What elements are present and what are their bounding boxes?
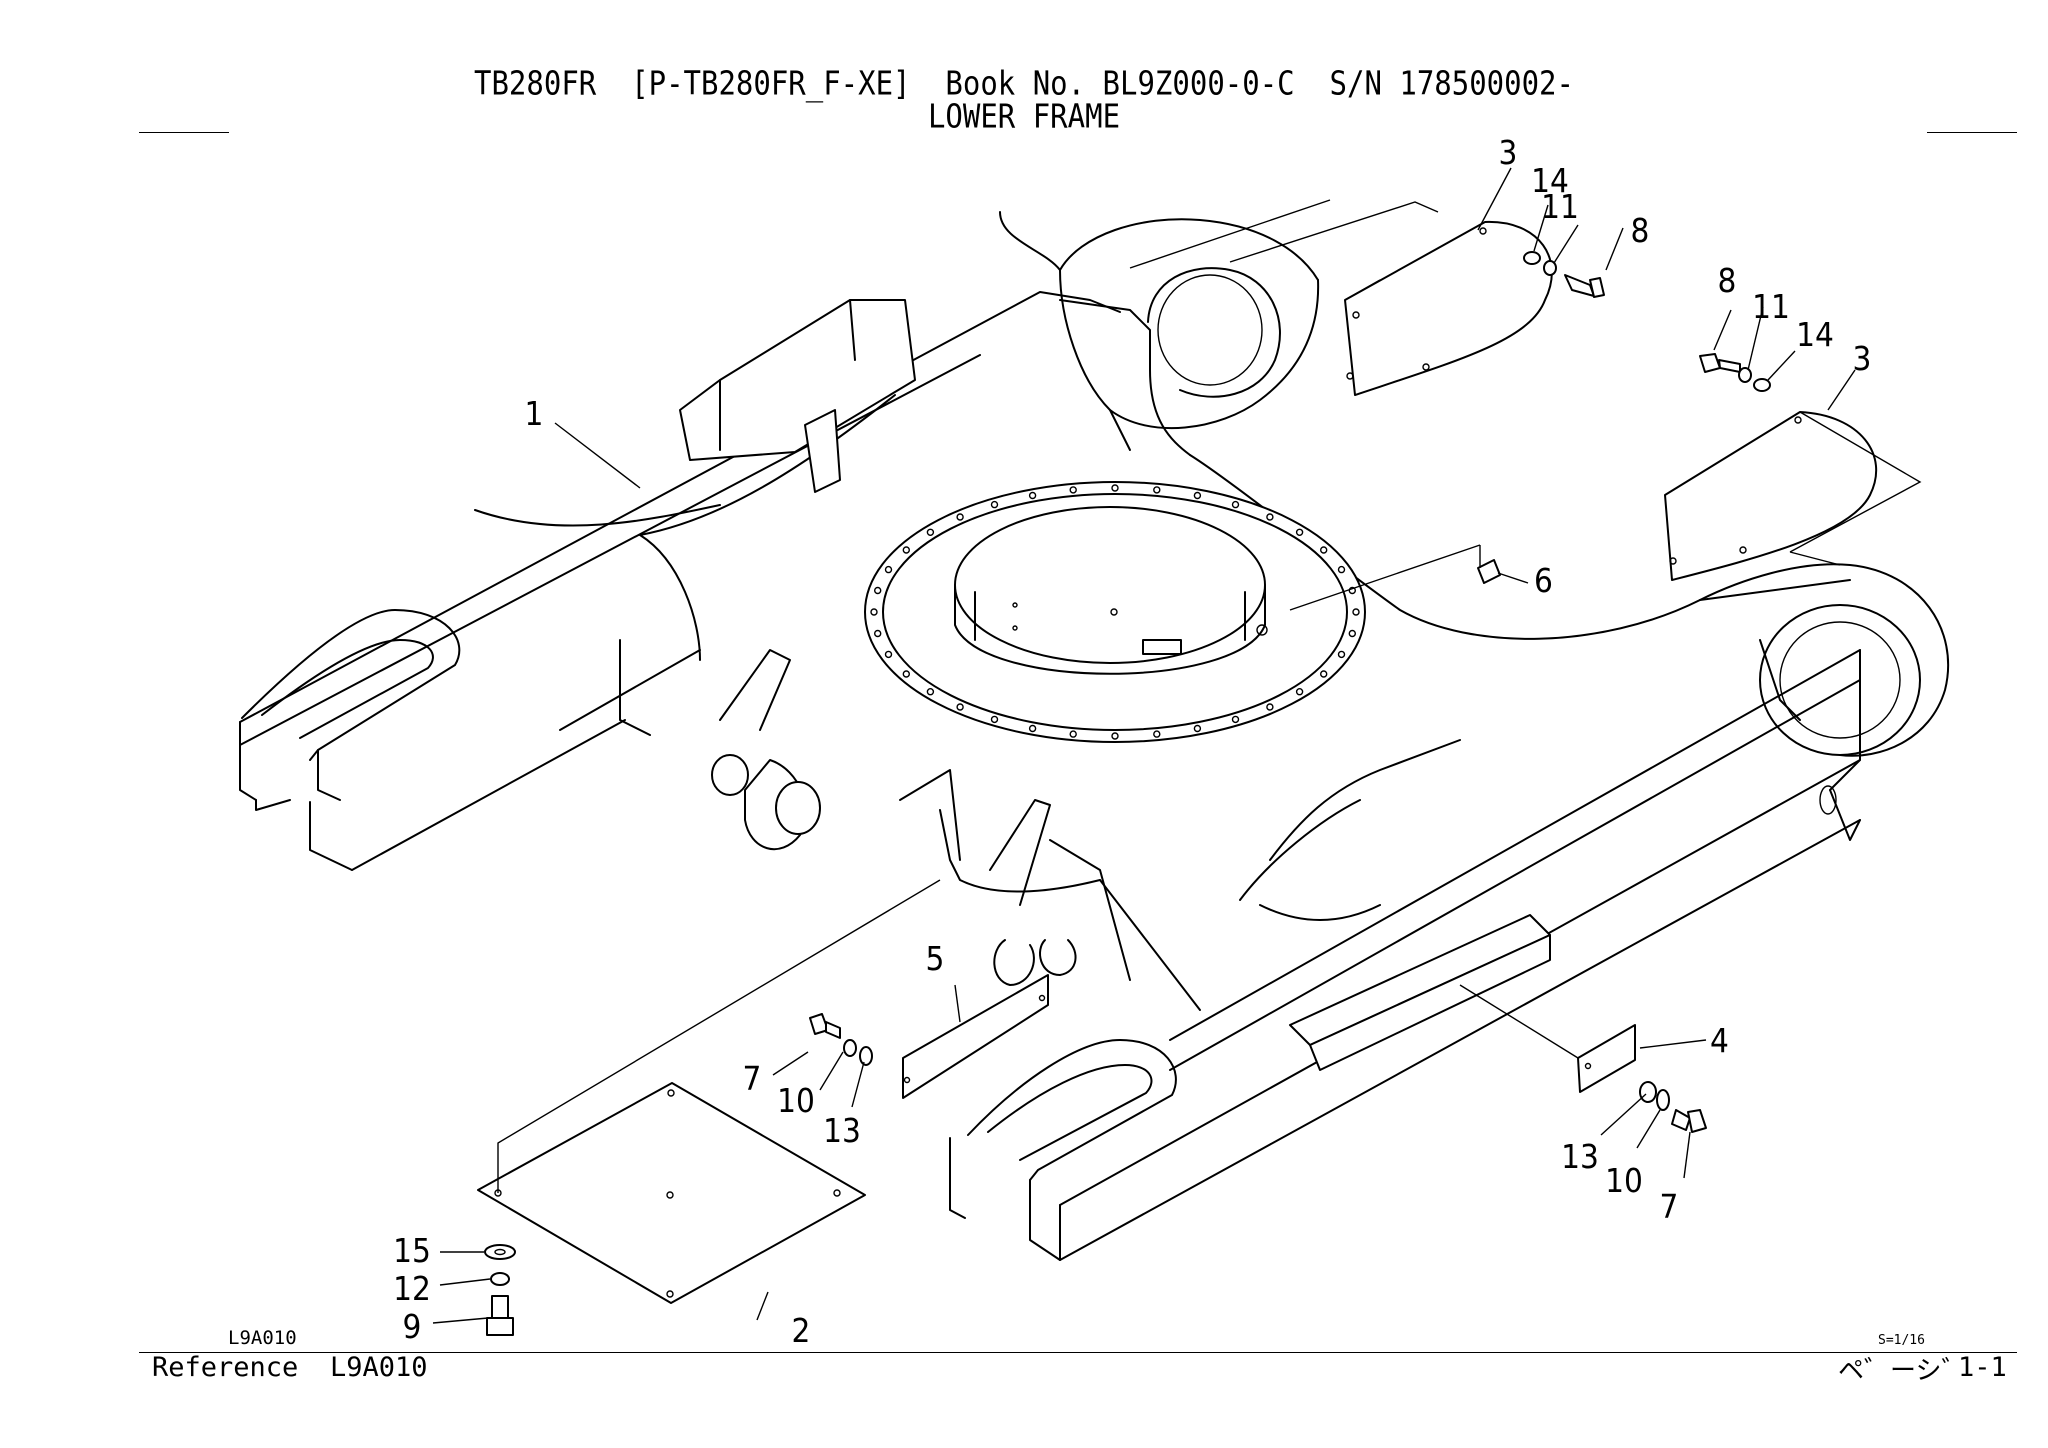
page-label: ペ゛ーシ゛ [1838, 1356, 1968, 1386]
ring-bolt-hole [990, 500, 999, 509]
ring-bolt-hole [1111, 732, 1119, 740]
callout-1: 1 [525, 394, 544, 433]
callout-10-right: 10 [1605, 1161, 1643, 1200]
page-title: LOWER FRAME [927, 96, 1121, 136]
figure-code: L9A010 [228, 1327, 297, 1349]
side-cover-3-right [1664, 411, 1922, 581]
lower-frame-part [239, 211, 1950, 1261]
swing-bearing-ring [864, 481, 1366, 743]
ring-bolt-hole [1028, 724, 1037, 733]
ring-bolt-hole [902, 546, 910, 554]
callout-labels: 1 2 3 3 4 5 6 7 7 8 8 9 10 10 11 11 12 1… [393, 133, 1871, 1350]
ring-bolt-hole [956, 703, 964, 711]
ring-bolt-hole [1153, 730, 1161, 738]
ring-bolt-hole [1348, 586, 1357, 595]
ring-bolt-hole [926, 688, 935, 696]
callout-8-right: 8 [1718, 261, 1737, 300]
ring-bolt-hole [902, 670, 910, 678]
ring-bolt-hole [1352, 608, 1360, 616]
callout-11-top: 11 [1541, 187, 1579, 226]
callout-5: 5 [926, 939, 945, 978]
callout-14-right: 14 [1796, 315, 1834, 354]
ring-bolt-hole [1319, 670, 1328, 678]
header-rule-right [1927, 132, 2017, 133]
scale-label: S=1/16 [1878, 1333, 1925, 1348]
ring-bolt-hole [1266, 703, 1274, 711]
ring-bolt-hole [1069, 730, 1077, 738]
callout-13-right: 13 [1561, 1137, 1599, 1176]
under-cover-plate-2 [477, 879, 941, 1304]
ring-bolt-hole [926, 528, 935, 536]
callout-10-left: 10 [777, 1081, 815, 1120]
ring-bolt-hole [1153, 486, 1161, 494]
cover-plate-4 [1459, 984, 1636, 1093]
side-cover-3-top [1129, 199, 1553, 396]
ring-bolt-hole [874, 586, 882, 595]
callout-13-left: 13 [823, 1111, 861, 1150]
ring-bolt-hole [1337, 650, 1346, 659]
ring-bolt-hole [956, 513, 964, 521]
ring-bolt-hole [1193, 491, 1202, 500]
ring-bolt-hole [1295, 688, 1304, 696]
page-number: 1-1 [1958, 1352, 2007, 1383]
grease-fitting-6 [1289, 544, 1501, 611]
callout-6: 6 [1534, 561, 1553, 600]
ring-bolt-hole [874, 629, 882, 638]
ring-bolt-hole [870, 608, 878, 616]
callout-11-right: 11 [1752, 287, 1790, 326]
ring-bolt-hole [1337, 565, 1346, 574]
callout-15: 15 [393, 1231, 431, 1270]
ring-bolt-hole [1295, 528, 1304, 536]
reference-code: L9A010 [330, 1352, 428, 1383]
ring-bolt-hole [1348, 629, 1357, 638]
ring-bolt-hole [1231, 715, 1240, 724]
callout-3-top: 3 [1499, 133, 1518, 172]
ring-bolt-hole [1266, 513, 1274, 521]
header-rule-left [139, 132, 229, 133]
reference-label: Reference [152, 1352, 299, 1383]
ring-bolt-hole [990, 715, 999, 724]
ring-bolt-holes [870, 484, 1360, 740]
footer-rule [139, 1352, 2017, 1353]
cover-plate-5 [902, 974, 1049, 1099]
callout-7-left: 7 [743, 1059, 762, 1098]
ring-bolt-hole [1231, 500, 1240, 509]
bolt-hardware [484, 251, 1771, 1336]
catalog-header-line: TB280FR [P-TB280FR_F-XE] Book No. BL9Z00… [474, 63, 1574, 103]
callout-14-top: 14 [1531, 161, 1569, 200]
callout-9: 9 [403, 1307, 422, 1346]
leader-lines [432, 167, 1856, 1324]
ring-bolt-hole [1319, 546, 1328, 554]
ring-bolt-hole [1069, 486, 1077, 494]
ring-bolt-hole [1111, 484, 1119, 492]
ring-bolt-hole [1193, 724, 1202, 733]
ring-bolt-hole [884, 650, 893, 659]
callout-2: 2 [792, 1311, 811, 1350]
ring-bolt-hole [884, 565, 893, 574]
callout-7-right: 7 [1660, 1187, 1679, 1226]
callout-8-top: 8 [1631, 211, 1650, 250]
ring-bolt-hole [1028, 491, 1037, 500]
callout-3-right: 3 [1853, 339, 1872, 378]
callout-12: 12 [393, 1269, 431, 1308]
callout-4: 4 [1710, 1021, 1729, 1060]
